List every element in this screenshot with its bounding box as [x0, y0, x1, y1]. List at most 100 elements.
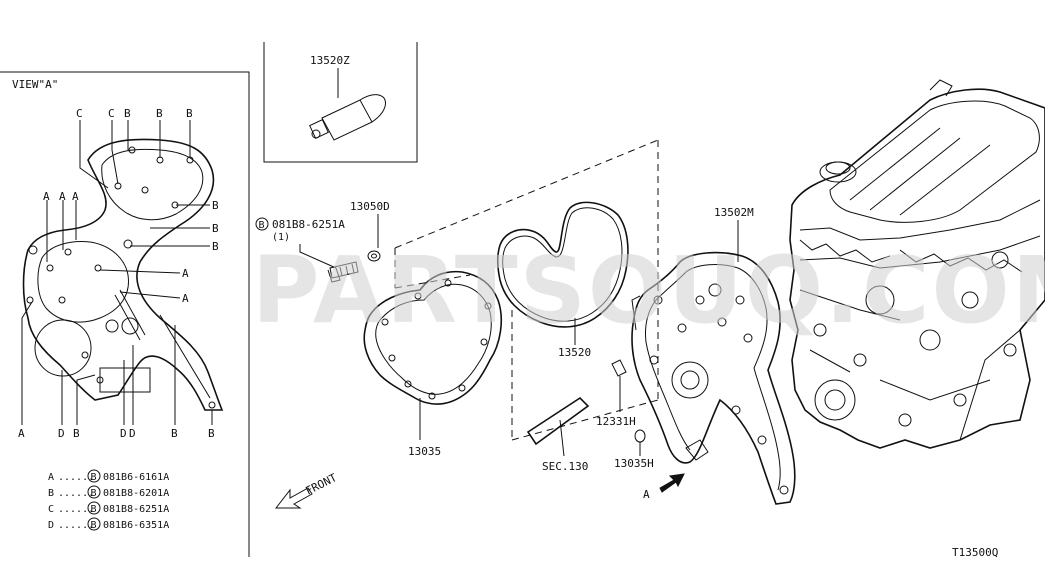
callout-a-6: A: [18, 427, 25, 440]
engine-block: [789, 79, 1045, 449]
callout-a-3: A: [72, 190, 79, 203]
chain-guide-icon: [526, 396, 590, 446]
bolt-callout: B 081B8-6251A (1): [255, 217, 359, 283]
svg-text:......: ......: [58, 488, 94, 499]
legend-row-d: D ...... B 081B6-6351A: [48, 517, 169, 531]
svg-text:A: A: [48, 472, 54, 483]
washer-icon: [367, 250, 381, 262]
sealant-box-border: [263, 42, 418, 163]
washer-callout: 13050D: [350, 200, 390, 262]
bolt-symbol-icon: [87, 517, 101, 531]
view-a-leaders: [21, 120, 213, 425]
front-cover-inner: [375, 283, 492, 395]
callout-c-1: C: [76, 107, 83, 120]
callout-d-3: D: [129, 427, 136, 440]
view-a-pump-boss: [105, 319, 119, 333]
part-label-13520[interactable]: 13520: [558, 346, 591, 359]
section-reference[interactable]: SEC.130: [542, 460, 588, 473]
view-arrow-label: A: [643, 488, 650, 501]
callout-c-2: C: [108, 107, 115, 120]
callout-a-2: A: [59, 190, 66, 203]
callout-d-1: D: [58, 427, 65, 440]
bolt-leader: [299, 244, 337, 269]
view-a-cover-inner-upper: [101, 148, 204, 221]
view-a-cover-outline: [22, 138, 224, 411]
view-a-direction: A: [643, 473, 685, 501]
svg-text:B: B: [91, 488, 97, 499]
svg-text:C: C: [48, 504, 54, 515]
bolt-legend: A ...... B 081B6-6161A B ...... B 081B8-…: [48, 469, 169, 531]
part-label-13502m[interactable]: 13502M: [714, 206, 754, 219]
bolt-symbol-icon: [255, 217, 269, 231]
svg-text:B: B: [259, 220, 265, 231]
reference-dashes: [394, 139, 659, 441]
callout-d-2: D: [120, 427, 127, 440]
view-a-panel: VIEW"A": [0, 71, 250, 557]
callout-b-3: B: [186, 107, 193, 120]
svg-text:081B6-6161A: 081B6-6161A: [103, 472, 169, 483]
oil-filler-cap: [819, 161, 857, 183]
callout-b-7: B: [73, 427, 80, 440]
callout-b-9: B: [208, 427, 215, 440]
bolt-symbol-icon: [87, 501, 101, 515]
callout-a-4: A: [182, 267, 189, 280]
svg-text:B: B: [48, 488, 54, 499]
callout-b-1: B: [124, 107, 131, 120]
dowel-12331h: 12331H: [596, 359, 636, 428]
section-130: SEC.130: [526, 396, 590, 473]
front-cover-13035: 13035: [363, 270, 503, 458]
sealant-tube-icon: [309, 94, 386, 141]
callout-b-8: B: [171, 427, 178, 440]
view-a-pulley-boss: [121, 317, 139, 335]
diagram-id: T13500Q: [952, 546, 998, 559]
bolt-symbol-icon: [87, 469, 101, 483]
front-label: FRONT: [303, 471, 339, 498]
svg-text:D: D: [48, 520, 54, 531]
rear-cover-13502m: 13502M: [631, 206, 796, 505]
gasket-outline: [496, 201, 629, 328]
callout-b-2: B: [156, 107, 163, 120]
svg-text:081B6-6351A: 081B6-6351A: [103, 520, 169, 531]
dowel-icon: [611, 359, 627, 377]
part-label-13035[interactable]: 13035: [408, 445, 441, 458]
bolt-icon: [327, 261, 359, 283]
view-a-ribs: [114, 289, 211, 399]
sealant-box: 13520Z: [263, 42, 418, 163]
svg-text:......: ......: [58, 472, 94, 483]
svg-text:081B8-6251A: 081B8-6251A: [103, 504, 169, 515]
plug-icon: [634, 429, 646, 443]
front-direction: FRONT: [274, 471, 339, 509]
legend-row-a: A ...... B 081B6-6161A: [48, 469, 169, 483]
legend-row-c: C ...... B 081B8-6251A: [48, 501, 169, 515]
block-crank-bore: [814, 379, 856, 421]
part-label-13520z[interactable]: 13520Z: [310, 54, 350, 67]
view-arrow-icon: [659, 473, 685, 493]
watermark: PARTSOUQ.COM: [252, 237, 1045, 344]
svg-text:......: ......: [58, 520, 94, 531]
part-label-13050d[interactable]: 13050D: [350, 200, 390, 213]
plug-13035h: 13035H: [614, 429, 654, 470]
view-a-crank-bore: [34, 319, 92, 377]
svg-text:B: B: [91, 520, 97, 531]
rear-cover-outline: [631, 251, 796, 505]
view-panel-title: VIEW"A": [12, 78, 58, 91]
gasket-13520: 13520: [496, 201, 629, 359]
valve-cover: [829, 100, 1040, 223]
view-a-cover-inner-lower: [37, 241, 129, 323]
callout-a-1: A: [43, 190, 50, 203]
svg-text:B: B: [91, 504, 97, 515]
part-label-13035h[interactable]: 13035H: [614, 457, 654, 470]
rear-cover-bore: [671, 361, 709, 399]
view-panel-border: [0, 71, 250, 557]
callout-b-6: B: [212, 240, 219, 253]
part-label-12331h[interactable]: 12331H: [596, 415, 636, 428]
rear-cover-plug-seat: [685, 439, 709, 461]
part-label-bolt[interactable]: 081B8-6251A: [272, 218, 345, 231]
rear-cover-inner: [645, 264, 781, 491]
front-cover-outline: [363, 270, 503, 405]
front-arrow-icon: [274, 487, 313, 509]
bolt-quantity: (1): [272, 232, 290, 243]
view-a-lower-bracket: [99, 367, 151, 393]
